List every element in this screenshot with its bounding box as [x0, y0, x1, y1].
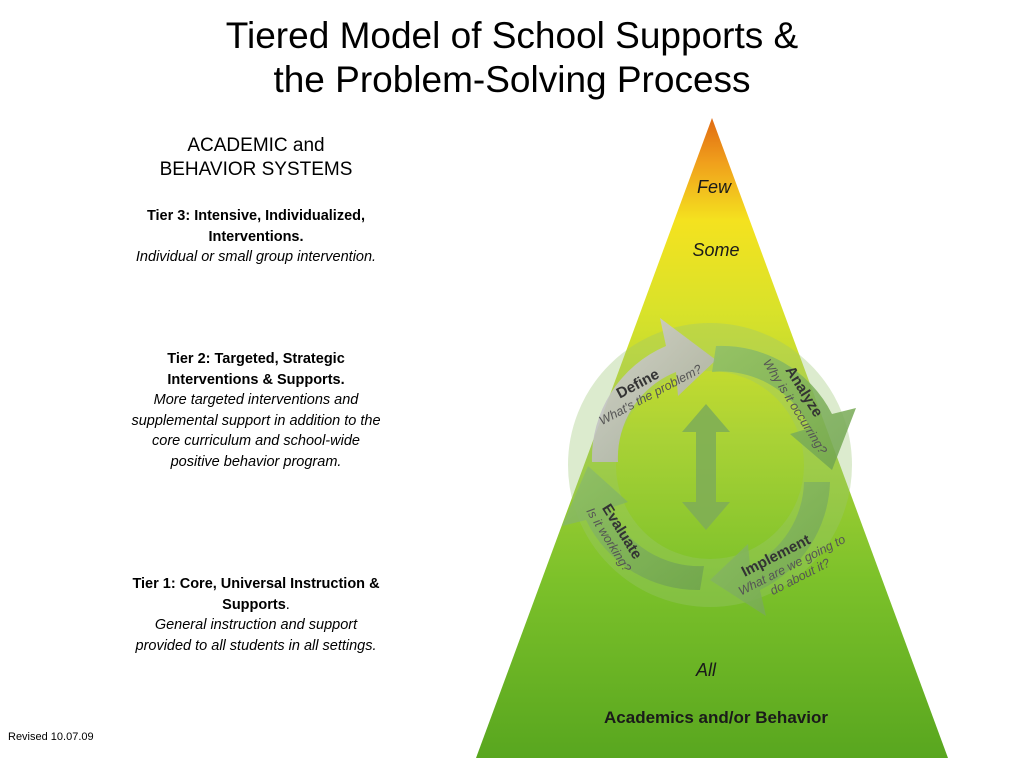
- double-arrow-icon: [682, 404, 730, 530]
- base-label: Academics and/or Behavior: [604, 708, 828, 727]
- tier-1-description: General instruction and support provided…: [135, 617, 377, 654]
- systems-heading-line-2: BEHAVIOR SYSTEMS: [159, 159, 353, 180]
- tier-1-title: Tier 1: Core, Universal Instruction & Su…: [132, 576, 380, 613]
- tier-3-block: Tier 3: Intensive, Individualized, Inter…: [128, 206, 384, 268]
- level-some-label: Some: [692, 240, 739, 260]
- tier-1-block: Tier 1: Core, Universal Instruction & Su…: [128, 574, 384, 656]
- systems-heading-line-1: ACADEMIC and: [187, 135, 325, 156]
- evaluate-arrow: [562, 466, 704, 591]
- problem-solving-cycle: Define What's the problem? Analyze Why i…: [562, 318, 856, 616]
- tier-2-block: Tier 2: Targeted, Strategic Intervention…: [128, 349, 384, 472]
- revised-date: Revised 10.07.09: [8, 731, 94, 743]
- tier-1-title-suffix: .: [285, 596, 290, 613]
- define-arrow: [591, 318, 716, 462]
- level-all-label: All: [695, 660, 717, 680]
- analyze-arrow: [712, 345, 856, 470]
- tier-2-title: Tier 2: Targeted, Strategic Intervention…: [167, 351, 345, 388]
- systems-heading: ACADEMIC and BEHAVIOR SYSTEMS: [128, 134, 384, 182]
- slide-title: Tiered Model of School Supports & the Pr…: [0, 14, 1024, 102]
- implement-arrow: [710, 482, 830, 616]
- title-line-2: the Problem-Solving Process: [273, 59, 751, 100]
- title-line-1: Tiered Model of School Supports &: [225, 15, 799, 56]
- level-few-label: Few: [697, 177, 732, 197]
- tier-2-description: More targeted interventions and suppleme…: [131, 392, 381, 470]
- tier-3-title: Tier 3: Intensive, Individualized, Inter…: [146, 208, 366, 245]
- tier-3-description: Individual or small group intervention.: [135, 249, 377, 265]
